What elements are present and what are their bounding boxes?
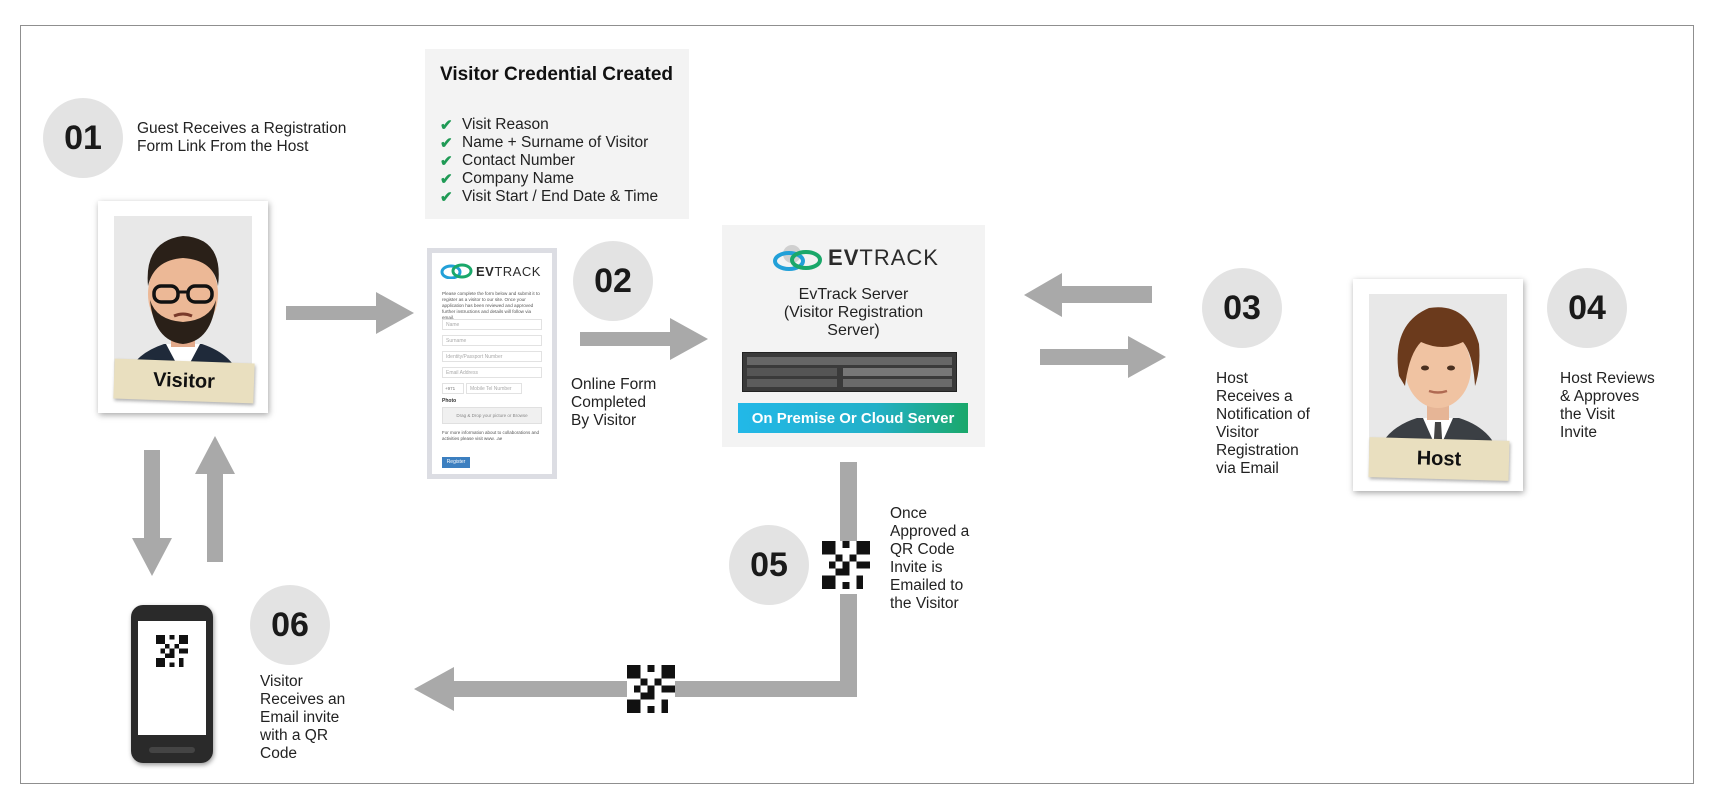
online-form-thumbnail: EVTRACK Please complete the form below a…	[427, 248, 557, 479]
step-02-circle: 02	[573, 241, 653, 321]
arrow-icon	[1024, 273, 1152, 317]
arrow-icon	[195, 436, 235, 562]
name-field[interactable]: Name	[442, 319, 542, 330]
server-logo-rest: TRACK	[859, 245, 939, 270]
id-passport-field[interactable]: Identity/Passport Number	[442, 351, 542, 362]
phone-home-bar	[149, 747, 195, 753]
arrow-icon	[286, 292, 414, 334]
surname-field[interactable]: Surname	[442, 335, 542, 346]
step-02-number: 02	[594, 261, 632, 300]
step-04-circle: 04	[1547, 268, 1627, 348]
host-photo-card: Host	[1353, 279, 1523, 491]
photo-dropzone[interactable]: Drag & Drop your picture or Browse	[442, 407, 542, 424]
step-04-caption: Host Reviews & Approves the Visit Invite	[1560, 370, 1655, 441]
phone-field[interactable]: Mobile Tel Number	[466, 383, 522, 394]
server-rack-icon	[742, 352, 957, 392]
form-logo-bold: EV	[476, 263, 495, 279]
deployment-badge: On Premise Or Cloud Server	[738, 403, 968, 433]
qr-code-icon	[627, 665, 675, 713]
phone-screen	[138, 621, 206, 735]
step-01-number: 01	[64, 118, 102, 157]
credential-item: ✔Visit Start / End Date & Time	[440, 188, 659, 206]
check-icon: ✔	[440, 117, 453, 134]
step-03-number: 03	[1223, 288, 1261, 327]
credential-item: ✔Name + Surname of Visitor	[440, 134, 649, 152]
step-06-circle: 06	[250, 585, 330, 665]
qr-code-icon	[822, 541, 870, 589]
step-05-circle: 05	[729, 525, 809, 605]
arrow-icon	[132, 450, 172, 576]
step-06-number: 06	[271, 605, 309, 644]
server-logo: EVTRACK	[763, 240, 948, 276]
photo-label: Photo	[442, 398, 457, 404]
arrow-icon	[580, 318, 708, 360]
phone-icon	[131, 605, 213, 763]
diagram-frame	[20, 25, 1694, 784]
evtrack-logo-icon	[440, 263, 473, 279]
email-field[interactable]: Email Address	[442, 367, 542, 378]
arrow-icon	[1040, 336, 1166, 378]
form-logo: EVTRACK	[440, 261, 541, 281]
credential-title: Visitor Credential Created	[440, 64, 674, 85]
server-logo-bold: EV	[828, 245, 860, 270]
step-06-caption: Visitor Receives an Email invite with a …	[260, 673, 346, 762]
credential-item: ✔Contact Number	[440, 152, 575, 170]
check-icon: ✔	[440, 153, 453, 170]
credential-item: ✔Visit Reason	[440, 116, 549, 134]
step-01-caption: Guest Receives a Registration Form Link …	[137, 120, 347, 155]
step-02-caption: Online Form Completed By Visitor	[571, 376, 657, 429]
step-03-caption: Host Receives a Notification of Visitor …	[1216, 370, 1310, 477]
step-03-circle: 03	[1202, 268, 1282, 348]
phone-prefix-select[interactable]: +971	[442, 383, 464, 394]
visitor-credential-box	[425, 49, 689, 219]
credential-item: ✔Company Name	[440, 170, 574, 188]
form-page: EVTRACK Please complete the form below a…	[432, 253, 552, 474]
visitor-photo-card: Visitor	[98, 201, 268, 413]
qr-code-icon	[156, 635, 188, 667]
form-intro: Please complete the form below and submi…	[442, 291, 540, 320]
check-icon: ✔	[440, 189, 453, 206]
step-05-caption: Once Approved a QR Code Invite is Emaile…	[890, 505, 970, 612]
check-icon: ✔	[440, 135, 453, 152]
step-05-number: 05	[750, 545, 788, 584]
form-footer: For more information about to collaborat…	[442, 430, 540, 441]
evtrack-logo-icon	[773, 245, 823, 271]
server-title: EvTrack Server (Visitor Registration Ser…	[783, 286, 924, 339]
step-04-number: 04	[1568, 288, 1606, 327]
check-icon: ✔	[440, 171, 453, 188]
form-logo-rest: TRACK	[494, 263, 541, 279]
register-button[interactable]: Register	[442, 457, 470, 468]
step-01-circle: 01	[43, 98, 123, 178]
